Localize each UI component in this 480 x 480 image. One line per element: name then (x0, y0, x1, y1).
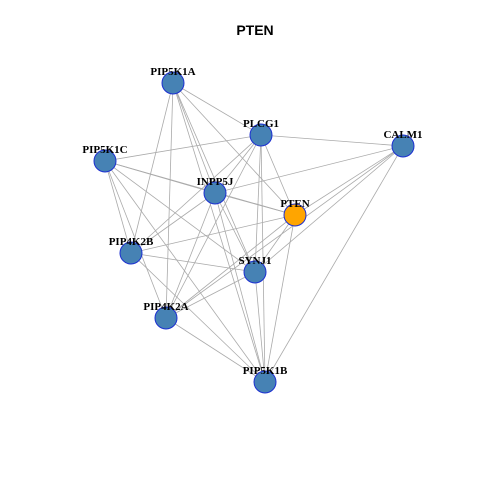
node-plcg1[interactable]: PLCG1 (243, 118, 279, 147)
edge-plcg1-pip4k2a (165, 134, 262, 319)
edge-calm1-pip5k1b (264, 145, 404, 383)
edge-synj1-pip5k1b (254, 271, 266, 383)
edge-pip5k1a-pten (172, 82, 296, 216)
node-label: PIP4K2B (109, 236, 154, 248)
node-circle[interactable] (203, 181, 227, 205)
edge-calm1-pten (294, 145, 404, 216)
edge-pten-pip5k1b (264, 214, 296, 383)
diagram-title: PTEN (236, 22, 273, 38)
node-label: CALM1 (383, 129, 422, 141)
node-circle[interactable] (253, 370, 277, 394)
edge-plcg1-inpp5j (214, 134, 262, 194)
edge-synj1-pip4k2a (165, 271, 256, 319)
edge-pten-synj1 (254, 214, 296, 273)
node-inpp5j[interactable]: INPP5J (197, 176, 234, 205)
node-pip4k2a[interactable]: PIP4K2A (143, 301, 189, 330)
node-circle[interactable] (119, 241, 143, 265)
edge-pip4k2a-pip5k1b (165, 317, 266, 383)
edge-pip5k1a-pip4k2a (165, 82, 174, 319)
node-pip5k1b[interactable]: PIP5K1B (243, 365, 288, 394)
edge-calm1-pip4k2a (165, 145, 404, 319)
node-label: PTEN (280, 198, 309, 210)
node-circle[interactable] (161, 71, 185, 95)
node-label: PIP5K1C (82, 144, 127, 156)
edge-inpp5j-synj1 (214, 192, 256, 273)
edge-inpp5j-pip4k2b (130, 192, 216, 254)
edge-inpp5j-pip5k1b (214, 192, 266, 383)
node-circle[interactable] (391, 134, 415, 158)
edge-plcg1-pip5k1c (104, 134, 262, 162)
node-pip4k2b[interactable]: PIP4K2B (109, 236, 154, 265)
edge-inpp5j-pten (214, 192, 296, 216)
node-label: INPP5J (197, 176, 234, 188)
edge-pip5k1c-pip5k1b (104, 160, 266, 383)
node-circle[interactable] (93, 149, 117, 173)
node-circle[interactable] (243, 260, 267, 284)
edge-pip5k1a-inpp5j (172, 82, 216, 194)
edges-layer (104, 82, 404, 383)
node-pten[interactable]: PTEN (280, 198, 310, 227)
edge-calm1-inpp5j (214, 145, 404, 194)
node-label: PIP4K2A (143, 301, 188, 313)
edge-pip5k1c-pip4k2a (104, 160, 167, 319)
edge-pip5k1c-pip4k2b (104, 160, 132, 254)
node-pip5k1a[interactable]: PIP5K1A (150, 66, 196, 95)
edge-pip4k2b-synj1 (130, 252, 256, 273)
node-circle[interactable] (283, 203, 307, 227)
node-synj1[interactable]: SYNJ1 (238, 255, 272, 284)
edge-pip5k1c-synj1 (104, 160, 256, 273)
edge-plcg1-pip4k2b (130, 134, 262, 254)
edge-plcg1-pten (260, 134, 296, 216)
edge-plcg1-pip5k1b (260, 134, 266, 383)
node-pip5k1c[interactable]: PIP5K1C (82, 144, 128, 173)
edge-pip5k1a-plcg1 (172, 82, 262, 136)
node-calm1[interactable]: CALM1 (383, 129, 423, 158)
node-label: PIP5K1A (150, 66, 195, 78)
node-label: SYNJ1 (238, 255, 271, 267)
edge-plcg1-synj1 (254, 134, 262, 273)
edge-pip4k2b-pip5k1b (130, 252, 266, 383)
edge-pip5k1a-pip4k2b (130, 82, 174, 254)
edge-plcg1-calm1 (260, 134, 404, 147)
edge-calm1-synj1 (254, 145, 404, 273)
node-label: PIP5K1B (243, 365, 288, 377)
edge-pten-pip4k2b (130, 214, 296, 254)
node-label: PLCG1 (243, 118, 279, 130)
edge-inpp5j-pip4k2a (165, 192, 216, 319)
edge-pten-pip4k2a (165, 214, 296, 319)
node-circle[interactable] (249, 123, 273, 147)
node-circle[interactable] (154, 306, 178, 330)
